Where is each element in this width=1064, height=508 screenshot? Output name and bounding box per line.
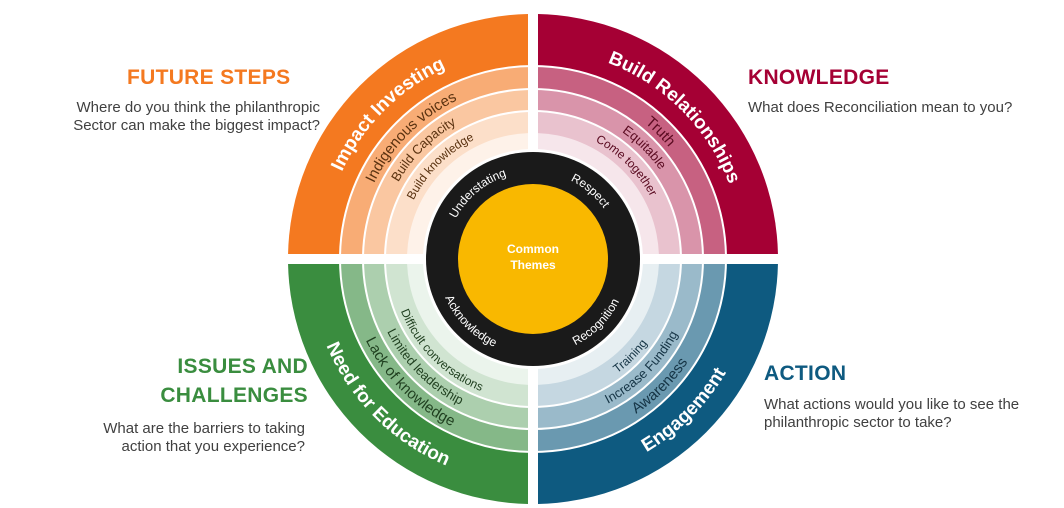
action-title: ACTION <box>764 362 847 385</box>
center-label-line2: Themes <box>510 258 556 272</box>
knowledge-title: KNOWLEDGE <box>748 66 890 89</box>
center-label-line1: Common <box>507 242 559 256</box>
issues-prompt-line2: action that you experience? <box>121 438 305 455</box>
issues-prompt-line1: What are the barriers to taking <box>103 420 305 437</box>
band-divider <box>339 65 727 453</box>
future-steps-prompt: Where do you think the philanthropic Sec… <box>30 99 320 135</box>
issues-title-line2: CHALLENGES <box>160 384 308 407</box>
action-prompt-line1: What actions would you like to see the <box>764 396 1020 413</box>
future-steps-prompt-line2: Sector can make the biggest impact? <box>73 117 320 134</box>
action-prompt: What actions would you like to see the p… <box>764 396 1060 432</box>
issues-title: ISSUES AND CHALLENGES <box>118 352 308 410</box>
band-divider <box>384 110 682 408</box>
knowledge-prompt-line1: What does Reconciliation mean to you? <box>748 99 1013 116</box>
issues-title-line1: ISSUES AND <box>177 355 308 378</box>
action-prompt-line2: philanthropic sector to take? <box>764 414 952 431</box>
band-divider <box>362 88 704 430</box>
issues-prompt: What are the barriers to taking action t… <box>40 420 305 456</box>
center-circle <box>458 184 608 334</box>
knowledge-prompt: What does Reconciliation mean to you? <box>748 99 1058 117</box>
future-steps-title: FUTURE STEPS <box>127 66 291 89</box>
future-steps-prompt-line1: Where do you think the philanthropic <box>76 99 320 116</box>
